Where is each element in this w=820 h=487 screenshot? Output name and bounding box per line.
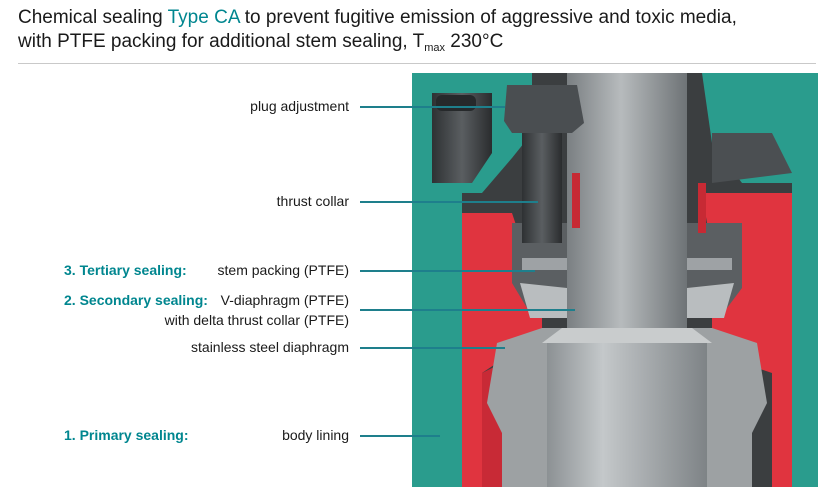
caption-text: 230°C xyxy=(445,31,504,52)
caption-text: to prevent fugitive emission of aggressi… xyxy=(239,7,737,28)
leader-v-diaphragm xyxy=(360,309,575,311)
caption-subscript: max xyxy=(424,42,446,54)
body-teal-right-wall xyxy=(792,183,818,487)
label-v-diaphragm: V-diaphragm (PTFE) xyxy=(220,292,349,308)
bonnet-right xyxy=(712,133,792,183)
label-thrust-collar: thrust collar xyxy=(276,193,349,209)
valve-plug xyxy=(547,343,707,487)
leader-plug-adjustment xyxy=(360,106,505,108)
header-divider xyxy=(18,63,816,64)
caption-line-1: Chemical sealing Type CA to prevent fugi… xyxy=(18,6,818,30)
stem-collar xyxy=(542,328,712,343)
label-secondary-sealing: 2. Secondary sealing: xyxy=(64,292,208,308)
caption-type-highlight: Type CA xyxy=(167,7,240,28)
label-delta-thrust-collar: with delta thrust collar (PTFE) xyxy=(164,312,349,328)
v-diaphragm-right xyxy=(682,283,734,318)
bonnet-bolt xyxy=(432,93,492,183)
stem-packing-ring-left xyxy=(522,258,567,270)
leader-thrust-collar xyxy=(360,201,538,203)
caption-line-2: with PTFE packing for additional stem se… xyxy=(18,30,818,60)
label-primary-sealing: 1. Primary sealing: xyxy=(64,427,189,443)
label-stem-packing: stem packing (PTFE) xyxy=(217,262,349,278)
label-plug-adjustment: plug adjustment xyxy=(250,98,349,114)
label-stainless-steel-diaphragm: stainless steel diaphragm xyxy=(191,339,349,355)
leader-stainless-steel-diaphragm xyxy=(360,347,505,349)
stem-packing-ring-right xyxy=(687,258,732,270)
valve-cross-section-illustration xyxy=(412,73,818,487)
caption-text: Chemical sealing xyxy=(18,7,168,28)
figure-caption: Chemical sealing Type CA to prevent fugi… xyxy=(18,6,818,60)
leader-body-lining xyxy=(360,435,440,437)
plug-adjustment-nut xyxy=(504,85,584,133)
seal-accent-right xyxy=(698,183,706,233)
label-body-lining: body lining xyxy=(282,427,349,443)
valve-stem xyxy=(567,73,687,333)
thrust-collar-body xyxy=(522,133,562,243)
seal-accent-left xyxy=(572,173,580,228)
body-teal-left-wall xyxy=(412,193,462,487)
bolt-head-icon xyxy=(436,95,476,111)
leader-stem-packing xyxy=(360,270,535,272)
label-tertiary-sealing: 3. Tertiary sealing: xyxy=(64,262,187,278)
caption-text: with PTFE packing for additional stem se… xyxy=(18,31,425,52)
